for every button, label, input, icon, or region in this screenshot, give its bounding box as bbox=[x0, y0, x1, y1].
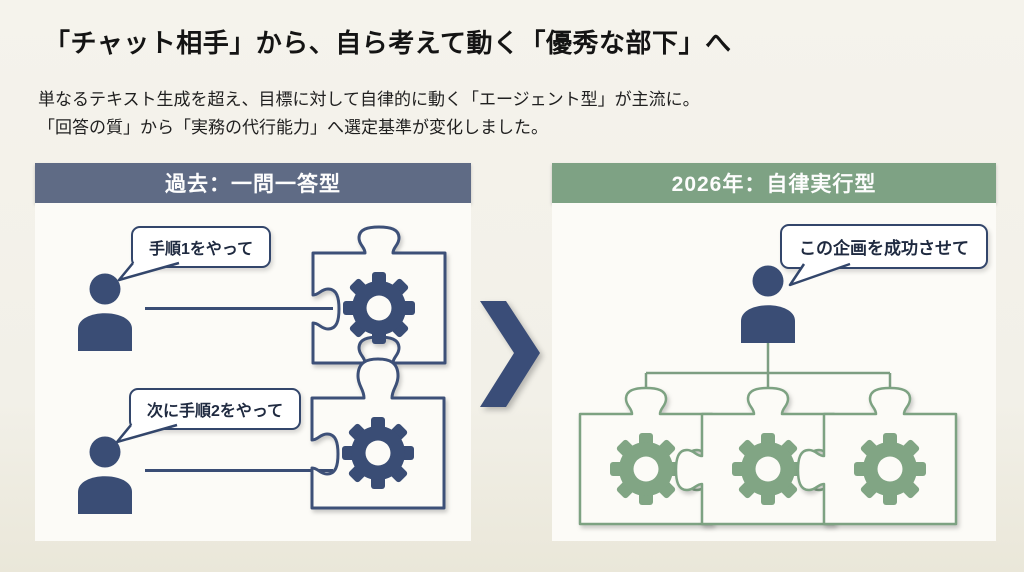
speech-bubble-step2: 次に手順2をやって bbox=[115, 388, 302, 444]
speech-bubble-goal-label: この企画を成功させて bbox=[799, 239, 969, 258]
panel-past-header: 過去：一問一答型 bbox=[35, 163, 471, 203]
person-icon bbox=[741, 265, 795, 343]
speech-bubble-goal: この企画を成功させて bbox=[780, 224, 988, 287]
puzzle-piece-agent-3 bbox=[796, 386, 958, 526]
speech-bubble-tail-icon bbox=[115, 423, 178, 444]
gear-icon bbox=[854, 433, 926, 505]
panel-future-body: この企画を成功させて bbox=[552, 203, 996, 541]
puzzle-piece-step2 bbox=[310, 357, 446, 510]
intro-text: 単なるテキスト生成を超え、目標に対して自律的に動く「エージェント型」が主流に。 … bbox=[38, 86, 700, 142]
speech-bubble-step2-label: 次に手順2をやって bbox=[147, 403, 284, 420]
puzzle-piece-step1 bbox=[311, 225, 447, 365]
panel-future-header: 2026年：自律実行型 bbox=[552, 163, 996, 203]
panel-future: 2026年：自律実行型 この企画を成功させて bbox=[552, 163, 996, 541]
panel-past: 過去：一問一答型 手順1をやって 次に手順2をやって bbox=[35, 163, 471, 541]
intro-line-1: 単なるテキスト生成を超え、目標に対して自律的に動く「エージェント型」が主流に。 bbox=[38, 90, 700, 109]
gear-icon bbox=[343, 272, 415, 344]
speech-bubble-tail-icon bbox=[117, 261, 180, 282]
speech-bubble-step1-label: 手順1をやって bbox=[149, 241, 254, 258]
chevron-right-icon bbox=[480, 301, 540, 407]
page-title: 「チャット相手」から、自ら考えて動く「優秀な部下」へ bbox=[44, 28, 732, 58]
connector-line bbox=[145, 469, 333, 472]
gear-icon bbox=[342, 417, 414, 489]
intro-line-2: 「回答の質」から「実務の代行能力」へ選定基準が変化しました。 bbox=[38, 118, 548, 137]
person-icon bbox=[78, 436, 132, 514]
speech-bubble-step1: 手順1をやって bbox=[117, 226, 272, 282]
speech-bubble-tail-icon bbox=[788, 262, 851, 287]
tree-connector bbox=[644, 341, 892, 395]
connector-line bbox=[145, 307, 333, 310]
person-icon bbox=[78, 273, 132, 351]
panel-past-body: 手順1をやって 次に手順2をやって bbox=[35, 203, 471, 541]
